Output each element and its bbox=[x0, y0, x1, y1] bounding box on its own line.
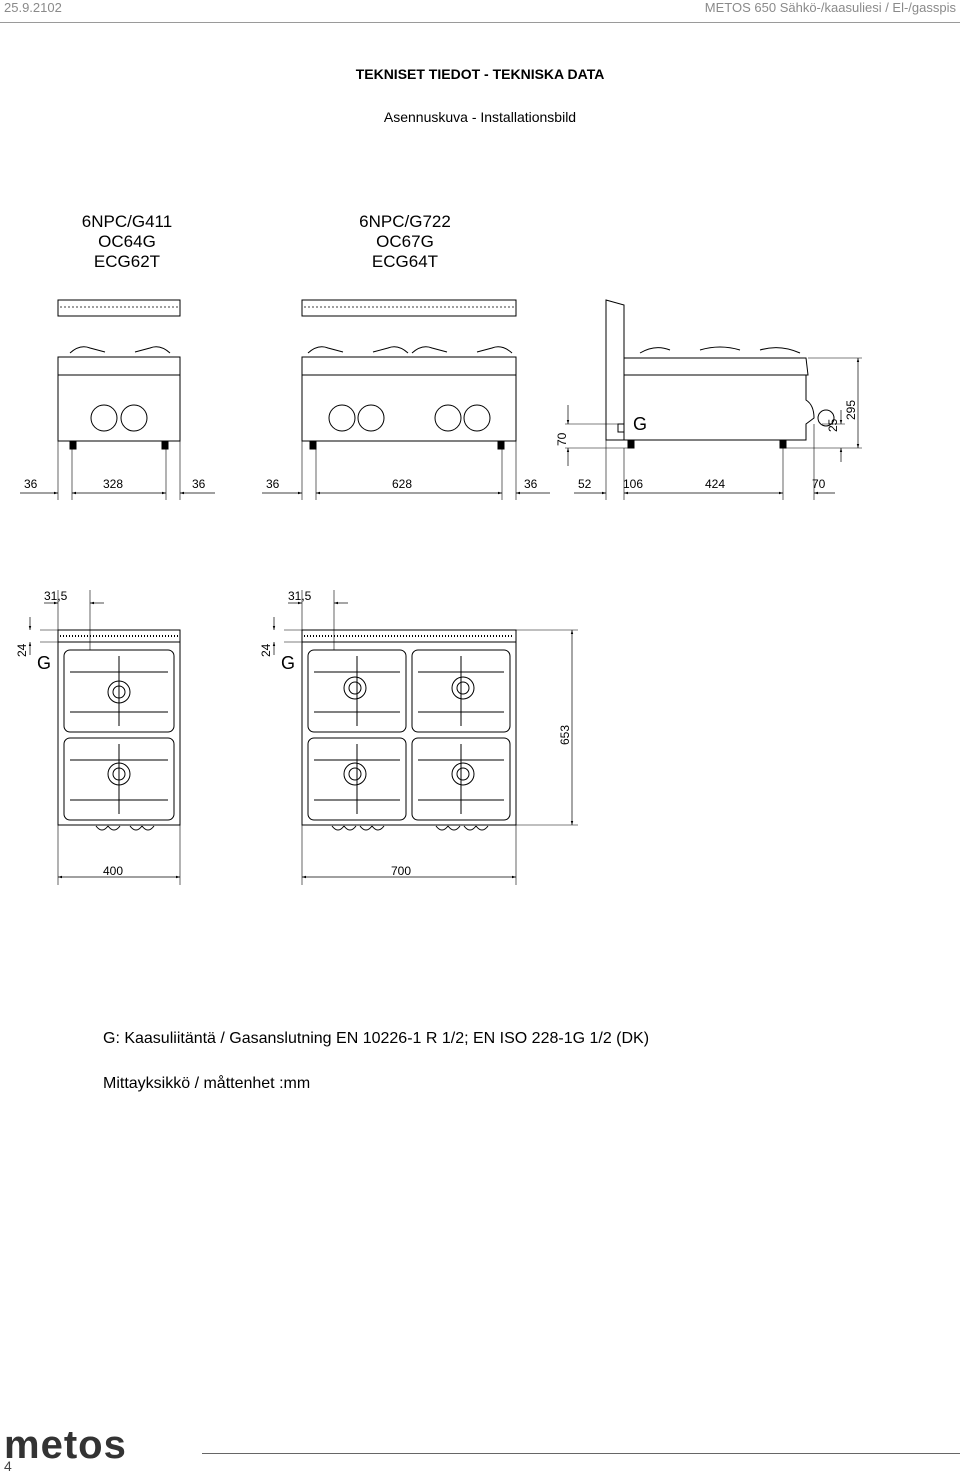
dimension-label: 31,5 bbox=[44, 589, 68, 603]
dimension-label: 295 bbox=[844, 400, 858, 420]
page-subtitle: Asennuskuva - Installationsbild bbox=[383, 109, 577, 125]
pan-support bbox=[307, 346, 409, 354]
model-name: OC64G bbox=[98, 232, 156, 251]
model-list-right: 6NPC/G722 OC67G ECG64T bbox=[330, 212, 480, 272]
dimension-label: 36 bbox=[192, 477, 206, 491]
control-knob bbox=[328, 404, 356, 432]
dimension-label: 700 bbox=[391, 864, 411, 878]
pan-grid bbox=[307, 737, 407, 821]
burner bbox=[451, 762, 475, 786]
burner bbox=[107, 762, 131, 786]
front-view-large bbox=[262, 299, 550, 500]
dimension-label: 106 bbox=[623, 477, 643, 491]
header-divider bbox=[0, 22, 960, 23]
dimension-label: 653 bbox=[558, 725, 572, 745]
dimension-label: 70 bbox=[555, 432, 569, 446]
burner bbox=[343, 762, 367, 786]
page-title: TEKNISET TIEDOT - TEKNISKA DATA bbox=[355, 66, 605, 82]
model-name: OC67G bbox=[376, 232, 434, 251]
gas-connection-label: G bbox=[281, 653, 295, 673]
dimension-label: 400 bbox=[103, 864, 123, 878]
gas-connection-label: G bbox=[37, 653, 51, 673]
dimension-label: 70 bbox=[812, 477, 826, 491]
model-name: ECG64T bbox=[371, 252, 439, 271]
control-knob bbox=[90, 404, 118, 432]
dimension-label: 25 bbox=[826, 418, 840, 432]
side-view bbox=[565, 299, 862, 500]
metos-logo: metos bbox=[4, 1423, 127, 1467]
dimension-label: 24 bbox=[15, 643, 29, 657]
pan-grid bbox=[307, 649, 407, 733]
gas-connection-note: G: Kaasuliitäntä / Gasanslutning EN 1022… bbox=[103, 1030, 650, 1047]
header-date: 25.9.2102 bbox=[4, 0, 62, 15]
header-document-title: METOS 650 Sähkö-/kaasuliesi / El-/gasspi… bbox=[704, 0, 956, 15]
pan-grid bbox=[411, 737, 511, 821]
page-number: 4 bbox=[4, 1458, 12, 1474]
dimension-label: 36 bbox=[24, 477, 38, 491]
dimension-label: 424 bbox=[705, 477, 725, 491]
burner bbox=[107, 680, 131, 704]
model-name: ECG62T bbox=[93, 252, 161, 271]
control-knob bbox=[120, 404, 148, 432]
model-list-left: 6NPC/G411 OC64G ECG62T bbox=[52, 212, 202, 272]
top-view-large bbox=[272, 590, 578, 885]
footer-divider bbox=[202, 1453, 960, 1454]
front-view-small bbox=[20, 299, 215, 500]
dimension-label: 328 bbox=[103, 477, 123, 491]
model-name: 6NPC/G722 bbox=[359, 212, 451, 231]
backsplash-side bbox=[605, 299, 625, 441]
burner bbox=[343, 676, 367, 700]
units-note: Mittayksikkö / måttenhet :mm bbox=[103, 1075, 311, 1092]
top-view-small bbox=[28, 590, 181, 885]
control-knob bbox=[817, 409, 835, 427]
backsplash bbox=[301, 299, 517, 317]
svg-text:metos: metos bbox=[4, 1423, 127, 1467]
dimension-label: 24 bbox=[259, 643, 273, 657]
pan-support bbox=[69, 346, 171, 354]
pan-grid bbox=[63, 649, 175, 733]
control-knob bbox=[357, 404, 385, 432]
pan-grid bbox=[63, 737, 175, 821]
dimension-label: 36 bbox=[266, 477, 280, 491]
gas-connection-label: G bbox=[633, 414, 647, 434]
pan-grid bbox=[411, 649, 511, 733]
dimension-label: 31,5 bbox=[288, 589, 312, 603]
control-knob bbox=[463, 404, 491, 432]
dimension-label: 52 bbox=[578, 477, 592, 491]
control-knob bbox=[434, 404, 462, 432]
backsplash bbox=[57, 299, 181, 317]
pan-support bbox=[411, 346, 513, 354]
dimension-label: 36 bbox=[524, 477, 538, 491]
model-name: 6NPC/G411 bbox=[81, 212, 173, 231]
burner bbox=[451, 676, 475, 700]
dimension-label: 628 bbox=[392, 477, 412, 491]
